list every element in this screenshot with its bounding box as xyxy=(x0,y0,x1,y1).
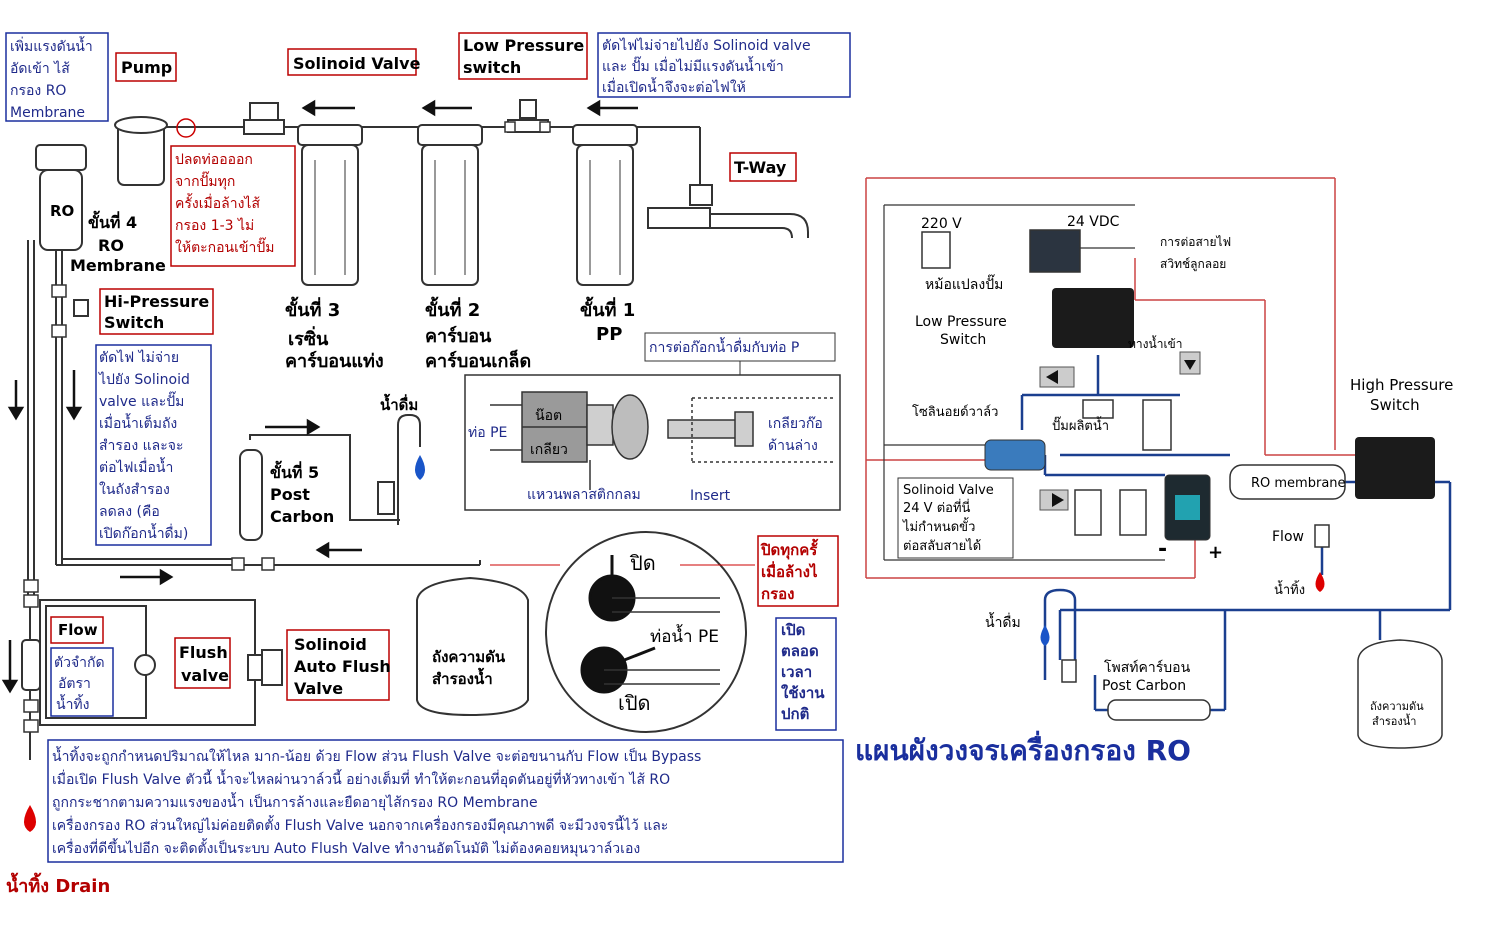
open-label: เปิด xyxy=(618,691,651,715)
nut-label: น๊อต xyxy=(535,408,562,424)
solenoid-device xyxy=(985,440,1045,470)
drinking-water-drop-icon xyxy=(415,455,425,480)
drain-label-right: น้ำทิ้ง xyxy=(1274,580,1305,598)
high-pressure-switch-device xyxy=(1355,437,1435,499)
pe-pipe-label: ท่อ PE xyxy=(468,425,507,441)
flow-label: Flow xyxy=(58,621,98,639)
drinking-label-right: น้ำดื่ม xyxy=(985,612,1021,631)
stage5-label: ขั้นที่ 5 Post Carbon xyxy=(270,460,334,526)
v24-label: 24 VDC xyxy=(1067,214,1120,230)
flow-label-right: Flow xyxy=(1272,529,1304,545)
stage1-label: ขั้นที่ 1 PP xyxy=(580,296,642,345)
low-pressure-switch-device xyxy=(1052,288,1134,348)
faucet-connection-title: การต่อก๊อกน้ำดื่มกับท่อ P xyxy=(649,337,799,356)
stage3-label: ขั้นที่ 3 เรซิ่น คาร์บอนแท่ง xyxy=(285,296,384,372)
adapter-label: หม้อแปลงปั๊ม xyxy=(925,274,1003,293)
pe-water-pipe-label: ท่อน้ำ PE xyxy=(650,624,719,647)
pump-th-label: ปั๊มผลิตน้ำ xyxy=(1052,416,1109,434)
post-carbon-label-right: โพสท์คาร์บอน Post Carbon xyxy=(1102,659,1195,694)
stage4-label: ขั้นที่ 4 RO Membrane xyxy=(70,210,166,275)
insert-label: Insert xyxy=(690,488,731,504)
minus-label: - xyxy=(1158,537,1167,562)
water-in-label: ทางน้ำเข้า xyxy=(1128,335,1183,351)
drain-drop-icon xyxy=(24,805,36,832)
left-diagram: เพิ่มแรงดันน้ำ อัดเข้า ไส้ กรอง RO Membr… xyxy=(4,33,850,897)
ro-membrane-label-right: RO membrane xyxy=(1251,476,1346,491)
drinking-drop-icon xyxy=(1041,625,1050,646)
high-pressure-label-right: High Pressure Switch xyxy=(1350,376,1458,414)
ro-label: RO xyxy=(50,202,74,220)
stage2-label: ขั้นที่ 2 คาร์บอน คาร์บอนเกล็ด xyxy=(425,296,531,372)
pump-label: Pump xyxy=(121,58,172,77)
right-diagram: 220 V 24 VDC หม้อแปลงปั๊ม การต่อสายไฟ สว… xyxy=(855,178,1458,767)
close-label: ปิด xyxy=(630,551,656,575)
t-way-label: T-Way xyxy=(734,158,787,177)
drain-label: น้ำทิ้ง Drain xyxy=(6,872,110,897)
v220-label: 220 V xyxy=(921,216,962,232)
solenoid-th-label: โซลินอยด์วาล์ว xyxy=(912,404,998,420)
thread-label: เกลียว xyxy=(530,442,568,458)
drinking-water-label: น้ำดื่ม xyxy=(380,393,418,414)
solenoid-valve-label: Solinoid Valve xyxy=(293,54,421,73)
diagram-title: แผนผังวงจรเครื่องกรอง RO xyxy=(855,730,1191,767)
low-pressure-label-right: Low Pressure Switch xyxy=(915,314,1011,348)
plastic-ring-label: แหวนพลาสติกกลม xyxy=(527,487,641,503)
plus-label: + xyxy=(1208,542,1223,563)
float-wiring-label: การต่อสายไฟ สวิทช์ลูกลอย xyxy=(1160,235,1235,272)
